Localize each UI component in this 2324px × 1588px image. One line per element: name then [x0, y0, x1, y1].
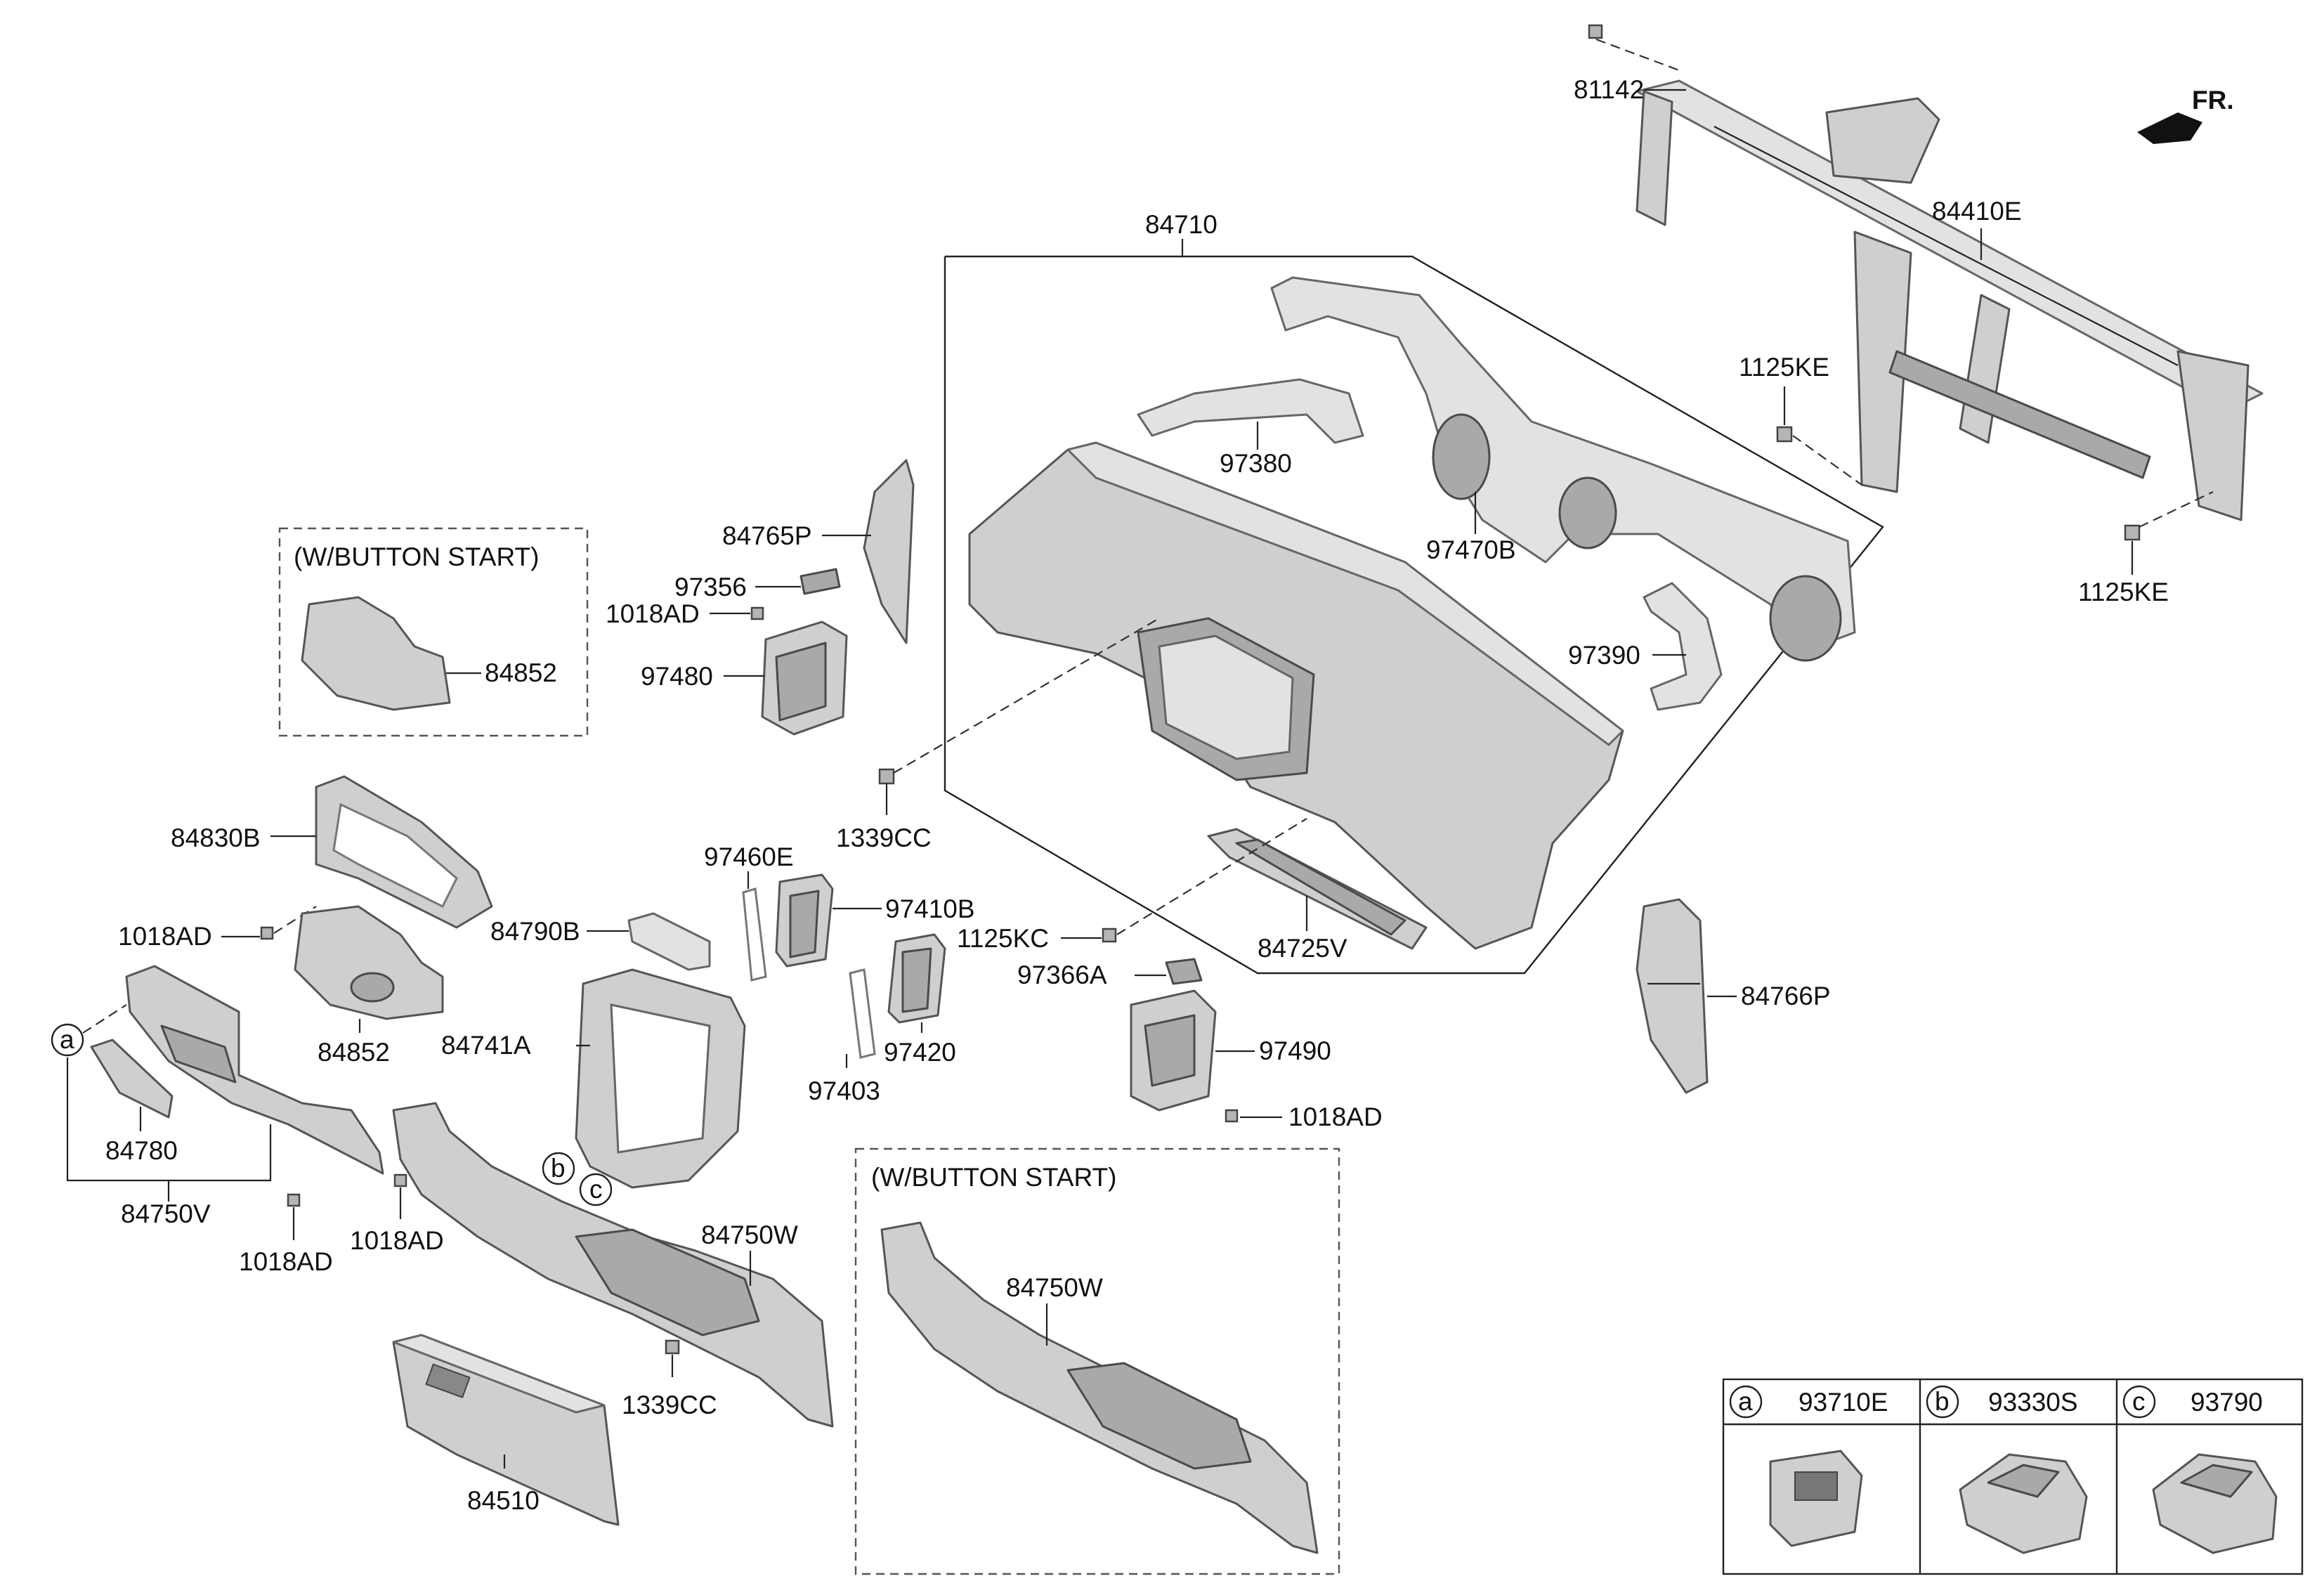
label-84766P: 84766P: [1741, 982, 1831, 1010]
label-97460E: 97460E: [704, 842, 794, 871]
label-97420: 97420: [884, 1038, 956, 1067]
label-1339CC-a: 1339CC: [836, 824, 932, 852]
label-81142: 81142: [1574, 75, 1644, 104]
option-box-button-start-top: [278, 527, 589, 737]
vent-97420: [887, 933, 946, 1024]
legend-part-93790: 93790: [2191, 1388, 2263, 1417]
svg-text:a: a: [1738, 1387, 1753, 1416]
gasket-97403: [849, 968, 876, 1059]
label-1018AD-c: 1018AD: [1288, 1102, 1383, 1131]
svg-text:a: a: [60, 1025, 74, 1054]
option-title-button-start-top: (W/BUTTON START): [294, 542, 539, 571]
label-84710: 84710: [1145, 210, 1218, 239]
label-84780: 84780: [105, 1136, 178, 1165]
bolt-1018AD-e: [393, 1173, 407, 1187]
svg-text:c: c: [589, 1175, 603, 1204]
glove-box-84510: [392, 1334, 620, 1526]
label-84741A: 84741A: [441, 1031, 531, 1060]
label-84765P: 84765P: [722, 521, 812, 550]
vent-97410B: [775, 873, 834, 968]
bolt-1125KC: [1102, 928, 1117, 943]
lower-crash-pad-main-84750W: [392, 1102, 834, 1428]
option-title-button-start-bottom: (W/BUTTON START): [871, 1163, 1116, 1192]
center-garnish-84725V: [1207, 828, 1428, 950]
crash-pad-main-panel: [968, 441, 1624, 950]
label-84830B: 84830B: [171, 824, 261, 852]
label-84410E: 84410E: [1932, 197, 2022, 226]
switch-panel-97490: [1130, 989, 1217, 1112]
cluster-hood-84830B: [315, 775, 493, 929]
shroud-84852-button-start: [301, 596, 451, 711]
callout-b: b: [542, 1152, 575, 1185]
bolt-1125KE-bottom: [2124, 491, 2214, 541]
label-84510: 84510: [467, 1486, 540, 1515]
side-duct-97390: [1643, 582, 1723, 711]
label-1125KE-top: 1125KE: [1739, 353, 1829, 382]
bolt-1339CC-a: [878, 768, 895, 785]
label-84852-a: 84852: [485, 658, 557, 687]
front-label: FR.: [2192, 86, 2234, 115]
bolt-1018AD-d: [287, 1193, 301, 1207]
side-cover-84766P: [1636, 898, 1709, 1094]
bolt-1018AD-a: [750, 606, 764, 620]
switch-97356: [799, 568, 841, 595]
label-97410B: 97410B: [885, 894, 975, 923]
label-1018AD-d: 1018AD: [239, 1247, 333, 1276]
label-1018AD-e: 1018AD: [350, 1226, 444, 1255]
label-97366A: 97366A: [1017, 961, 1107, 989]
legend-cell-b: b 93330S: [1926, 1385, 2088, 1554]
label-84750V: 84750V: [121, 1199, 211, 1228]
switch-panel-97480: [761, 620, 848, 736]
center-fascia-84741A: [575, 968, 746, 1189]
label-97470B: 97470B: [1426, 535, 1516, 564]
label-84725V: 84725V: [1258, 934, 1347, 963]
lower-crash-pad-84750V: [125, 965, 384, 1175]
side-cover-84765P: [863, 459, 915, 644]
gasket-97460E: [742, 887, 767, 982]
label-97380: 97380: [1220, 449, 1292, 478]
legend-cell-c: c 93790: [2122, 1385, 2278, 1554]
legend-cell-a: a 93710E: [1729, 1385, 1888, 1547]
callout-c: c: [579, 1173, 613, 1206]
bolt-81142: [1588, 24, 1680, 72]
legend-part-93710E: 93710E: [1799, 1388, 1888, 1417]
front-direction-indicator: FR.: [2137, 86, 2234, 144]
label-97390: 97390: [1568, 641, 1640, 670]
label-84750W-a: 84750W: [701, 1221, 798, 1249]
switch-97366A: [1165, 958, 1203, 985]
label-1125KE-bottom: 1125KE: [2078, 578, 2169, 606]
option-box-button-start-bottom: [854, 1147, 1340, 1575]
garnish-84790B: [627, 912, 711, 971]
label-97480: 97480: [641, 662, 713, 691]
shroud-84852: [294, 905, 444, 1020]
front-arrow-icon: [2137, 112, 2202, 144]
legend-part-93330S: 93330S: [1988, 1388, 2078, 1417]
side-duct-97380: [1137, 378, 1364, 444]
svg-text:c: c: [2132, 1387, 2146, 1416]
bolt-1018AD-b: [260, 926, 274, 940]
label-1125KC: 1125KC: [957, 924, 1049, 953]
cover-84780: [90, 1039, 174, 1119]
label-97356: 97356: [674, 573, 747, 601]
crash-pad-group-outline: [944, 239, 1884, 975]
bolt-1125KE-top: [1776, 426, 1862, 486]
label-84852-b: 84852: [318, 1038, 390, 1067]
label-84790B: 84790B: [490, 917, 580, 946]
bolt-1339CC-b: [665, 1339, 680, 1355]
svg-text:b: b: [551, 1154, 566, 1183]
legend-table: a 93710E b 93330S c 93790: [1722, 1378, 2304, 1575]
label-1339CC-b: 1339CC: [622, 1391, 717, 1419]
bolt-1018AD-c: [1225, 1109, 1239, 1123]
label-1018AD-b: 1018AD: [118, 922, 212, 951]
main-defroster-duct-97470B: [1270, 276, 1856, 662]
label-97490: 97490: [1259, 1036, 1331, 1065]
svg-text:b: b: [1935, 1387, 1950, 1416]
label-97403: 97403: [808, 1076, 880, 1105]
label-84750W-b: 84750W: [1006, 1273, 1103, 1302]
lower-crash-pad-84750W-button-start: [880, 1221, 1319, 1554]
callout-a: a: [51, 1023, 84, 1057]
cowl-cross-bar-assembly: [1636, 79, 2264, 521]
label-1018AD-a: 1018AD: [606, 599, 700, 628]
